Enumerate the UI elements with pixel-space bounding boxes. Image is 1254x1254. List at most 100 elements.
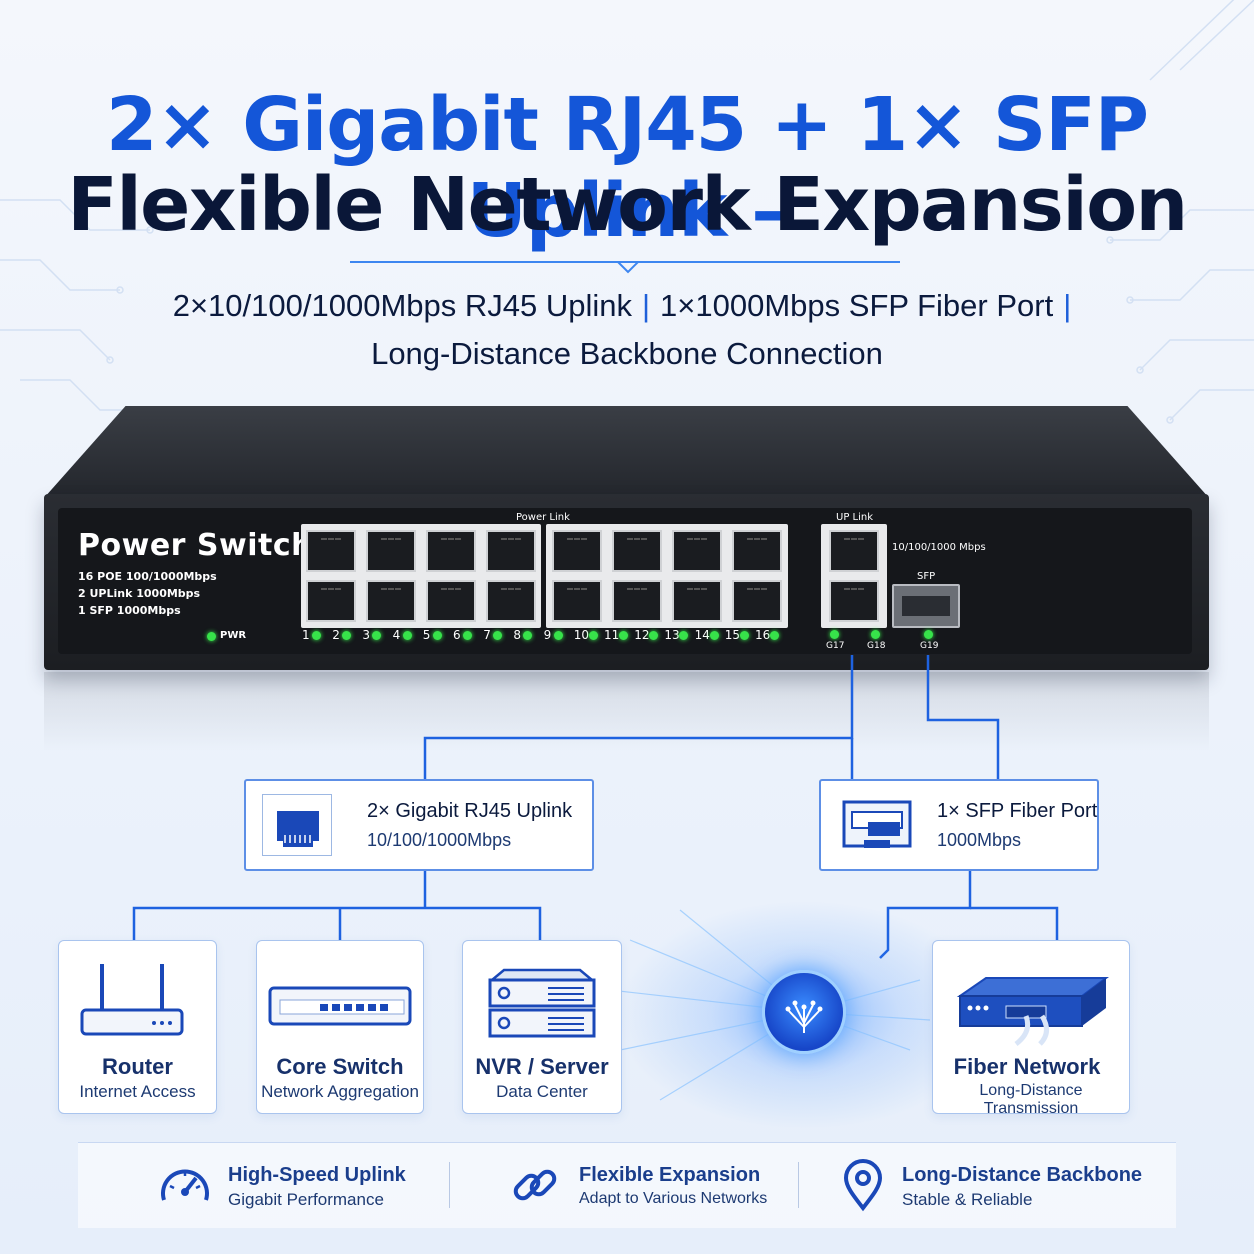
device-router-sub: Internet Access bbox=[79, 1082, 196, 1101]
feature-flexible-sub: Adapt to Various Networks bbox=[579, 1190, 768, 1207]
uplink-rj45-port[interactable] bbox=[829, 580, 879, 622]
poe-port[interactable] bbox=[552, 530, 602, 572]
port-led bbox=[709, 631, 719, 640]
port-number: 14 bbox=[694, 628, 710, 642]
port-led bbox=[619, 631, 628, 640]
port-led bbox=[463, 631, 472, 640]
poe-port[interactable] bbox=[366, 580, 416, 622]
subtitle-separator: | bbox=[641, 288, 651, 323]
poe-port[interactable] bbox=[426, 580, 476, 622]
fiber-network-icon bbox=[956, 977, 1109, 1046]
subtitle-part2: 1×1000Mbps SFP Fiber Port bbox=[660, 288, 1054, 323]
port-number: 4 bbox=[392, 628, 401, 642]
speedometer-icon bbox=[161, 1169, 209, 1201]
port-led bbox=[312, 631, 321, 640]
sfp-slot[interactable] bbox=[892, 584, 960, 628]
poe-port[interactable] bbox=[732, 530, 782, 572]
port-number: 6 bbox=[453, 628, 461, 642]
poe-port[interactable] bbox=[306, 580, 356, 622]
uplink-rj45-port[interactable] bbox=[829, 530, 879, 572]
port-led bbox=[432, 631, 442, 640]
poe-port[interactable] bbox=[486, 530, 536, 572]
sfp-uplink-box bbox=[819, 779, 1099, 871]
server-icon bbox=[488, 968, 596, 1038]
feature-flexible-title: Flexible Expansion bbox=[579, 1164, 761, 1186]
uplink-port-led bbox=[830, 630, 839, 639]
port-led bbox=[372, 631, 382, 640]
pwr-led bbox=[207, 632, 216, 641]
switch-top-cover bbox=[44, 406, 1209, 498]
fiber-optic-icon bbox=[762, 970, 846, 1054]
feature-high-speed-title: High-Speed Uplink bbox=[228, 1164, 406, 1186]
port-led bbox=[739, 631, 749, 640]
link-chain-icon bbox=[513, 1169, 557, 1201]
port-number: 11 bbox=[604, 628, 620, 642]
poe-port[interactable] bbox=[672, 580, 722, 622]
uplink-port-number: G19 bbox=[920, 641, 939, 651]
port-led bbox=[523, 631, 533, 640]
pwr-label: PWR bbox=[220, 630, 247, 641]
port-led bbox=[493, 631, 503, 640]
poe-port[interactable] bbox=[732, 580, 782, 622]
poe-port[interactable] bbox=[552, 580, 602, 622]
port-number: 3 bbox=[362, 628, 371, 642]
uplink-port-number: G17 bbox=[826, 641, 845, 651]
feature-divider-1 bbox=[449, 1162, 450, 1208]
subtitle-line2: Long-Distance Backbone Connection bbox=[371, 336, 883, 371]
feature-high-speed-sub: Gigabit Performance bbox=[228, 1190, 384, 1209]
uplink-label: UP Link bbox=[836, 512, 874, 523]
rj45-port-icon bbox=[262, 794, 332, 856]
poe-port[interactable] bbox=[366, 530, 416, 572]
subtitle-line1: 2×10/100/1000Mbps RJ45 Uplink | 1×1000Mbps… bbox=[0, 288, 1254, 324]
headline-line2: Flexible Network Expansion bbox=[67, 162, 1188, 248]
feature-long-distance-sub: Stable & Reliable bbox=[902, 1190, 1033, 1209]
port-led bbox=[342, 631, 352, 640]
feature-long-distance-title: Long-Distance Backbone bbox=[902, 1164, 1143, 1186]
device-core-switch-title: Core Switch bbox=[276, 1054, 404, 1079]
switch-spec-sfp: 1 SFP 1000Mbps bbox=[78, 604, 181, 617]
port-number: 15 bbox=[724, 628, 741, 642]
sfp-uplink-sub: 1000Mbps bbox=[937, 830, 1022, 850]
switch-name: Power Switch bbox=[78, 528, 313, 563]
port-number: 10 bbox=[573, 628, 590, 642]
features-bar bbox=[78, 1142, 1176, 1228]
port-number: 5 bbox=[422, 628, 431, 642]
port-led bbox=[588, 631, 598, 640]
port-led bbox=[402, 631, 412, 640]
uplink-port-number: G18 bbox=[867, 641, 886, 651]
device-server-sub: Data Center bbox=[496, 1082, 588, 1101]
sfp-module-icon bbox=[842, 800, 912, 855]
port-led bbox=[679, 631, 689, 640]
switch-spec-poe: 16 POE 100/1000Mbps bbox=[78, 570, 217, 583]
port-led bbox=[770, 631, 779, 640]
location-pin-icon bbox=[843, 1159, 883, 1212]
poe-port[interactable] bbox=[486, 580, 536, 622]
sfp-uplink-title: 1× SFP Fiber Port bbox=[937, 800, 1098, 822]
subtitle-separator-end: | bbox=[1063, 288, 1072, 323]
poe-port[interactable] bbox=[306, 530, 356, 572]
port-number: 7 bbox=[483, 628, 491, 642]
rj45-uplink-title: 2× Gigabit RJ45 Uplink bbox=[367, 800, 573, 822]
poe-port[interactable] bbox=[672, 530, 722, 572]
uplink-port-led bbox=[924, 630, 933, 639]
port-number: 16 bbox=[755, 628, 771, 642]
switch-spec-uplink: 2 UPLink 1000Mbps bbox=[78, 587, 201, 600]
core-switch-icon bbox=[268, 986, 412, 1026]
rj45-uplink-sub: 10/100/1000Mbps bbox=[367, 830, 512, 850]
port-number: 9 bbox=[543, 628, 552, 642]
router-icon bbox=[80, 964, 184, 1036]
port-number: 1 bbox=[302, 628, 310, 642]
port-number: 8 bbox=[513, 628, 522, 642]
device-server-title: NVR / Server bbox=[475, 1054, 609, 1079]
device-core-switch-sub: Network Aggregation bbox=[261, 1082, 419, 1101]
poe-port[interactable] bbox=[426, 530, 476, 572]
port-number: 13 bbox=[664, 628, 680, 642]
poe-port[interactable] bbox=[612, 530, 662, 572]
poe-port[interactable] bbox=[612, 580, 662, 622]
sfp-label: SFP bbox=[917, 571, 936, 582]
device-fiber-title: Fiber Network bbox=[953, 1054, 1101, 1079]
port-led bbox=[649, 631, 659, 640]
port-number: 12 bbox=[634, 628, 650, 642]
subtitle-part1: 2×10/100/1000Mbps RJ45 Uplink bbox=[172, 288, 632, 323]
